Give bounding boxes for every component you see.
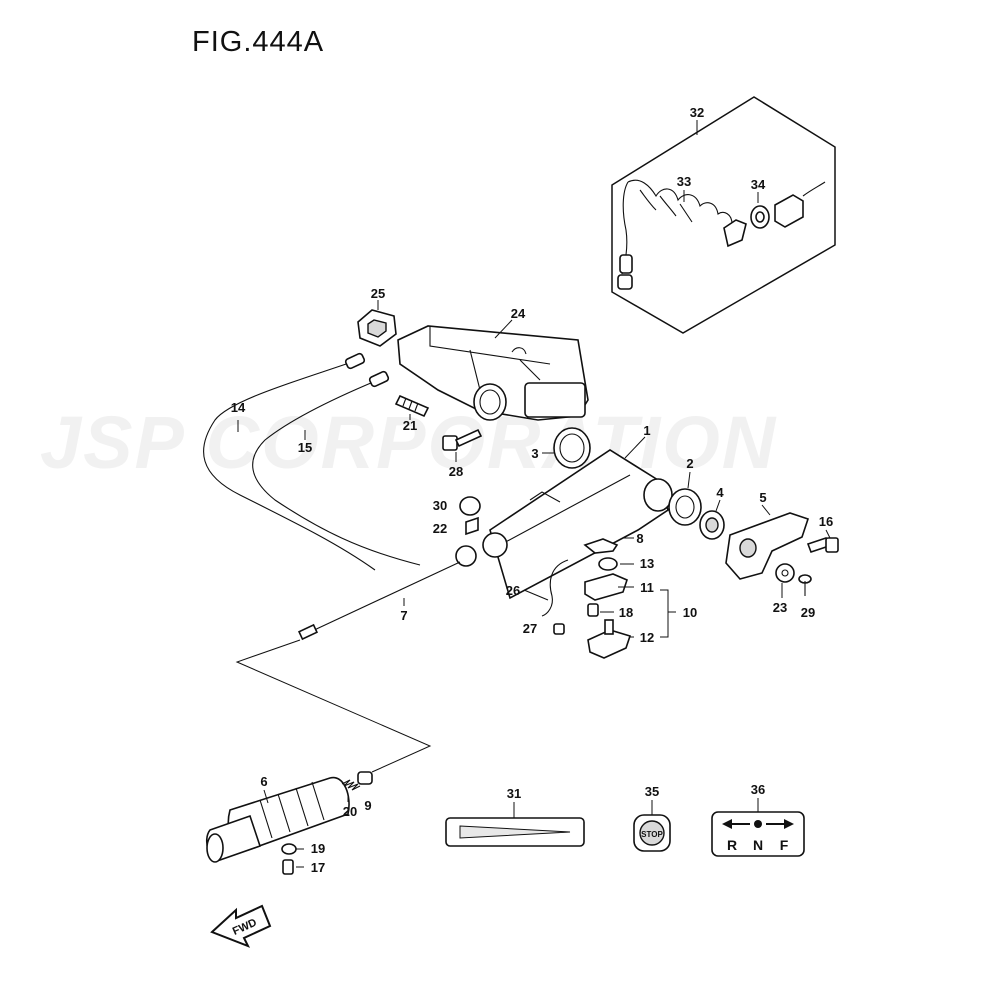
stop-decal-text: STOP bbox=[641, 830, 663, 839]
callout-25: 25 bbox=[371, 286, 385, 301]
clip-8 bbox=[583, 537, 634, 554]
callout-8: 8 bbox=[636, 531, 643, 546]
callout-6: 6 bbox=[260, 774, 267, 789]
callout-9: 9 bbox=[364, 798, 371, 813]
callout-10: 10 bbox=[683, 605, 697, 620]
callout-34: 34 bbox=[751, 177, 766, 192]
grommet-25 bbox=[357, 300, 397, 347]
callout-24: 24 bbox=[511, 306, 526, 321]
callout-20: 20 bbox=[343, 804, 357, 819]
callout-2: 2 bbox=[686, 456, 693, 471]
lanyard-cord-33 bbox=[617, 179, 747, 290]
shift-r-label: R bbox=[727, 837, 737, 853]
fwd-arrow-icon: FWD bbox=[210, 904, 272, 948]
callout-13: 13 bbox=[640, 556, 654, 571]
callout-31: 31 bbox=[507, 786, 521, 801]
callout-27: 27 bbox=[523, 621, 537, 636]
wire-clip-26 bbox=[523, 559, 569, 617]
callout-17: 17 bbox=[311, 860, 325, 875]
o-ring-3 bbox=[542, 427, 591, 469]
cap-30 bbox=[459, 496, 481, 516]
decal-31 bbox=[445, 802, 585, 847]
callout-35: 35 bbox=[645, 784, 659, 799]
bolt-18 bbox=[587, 603, 614, 617]
callout-23: 23 bbox=[773, 600, 787, 615]
callout-14: 14 bbox=[231, 400, 246, 415]
callout-28: 28 bbox=[449, 464, 463, 479]
screw-17 bbox=[282, 859, 304, 875]
callout-12: 12 bbox=[640, 630, 654, 645]
callout-18: 18 bbox=[619, 605, 633, 620]
throttle-cable-14 bbox=[203, 352, 376, 571]
callout-4: 4 bbox=[716, 485, 724, 500]
callout-36: 36 bbox=[751, 782, 765, 797]
shift-n-label: N bbox=[753, 837, 763, 853]
callout-11: 11 bbox=[640, 580, 654, 595]
callout-7: 7 bbox=[400, 608, 407, 623]
bracket-11 bbox=[584, 573, 634, 601]
callout-30: 30 bbox=[433, 498, 447, 513]
callout-22: 22 bbox=[433, 521, 447, 536]
tiller-bracket-24 bbox=[397, 319, 589, 421]
callout-3: 3 bbox=[531, 446, 538, 461]
bushing-4 bbox=[699, 499, 725, 540]
callout-26: 26 bbox=[506, 583, 520, 598]
shift-rod-7 bbox=[297, 545, 477, 641]
washer-13 bbox=[598, 557, 634, 571]
friction-lever-5 bbox=[725, 504, 810, 580]
watermark: JSP CORPORATION bbox=[40, 401, 777, 484]
callout-21: 21 bbox=[403, 418, 417, 433]
washer-19 bbox=[281, 843, 304, 855]
tiller-handle-1 bbox=[482, 436, 673, 600]
callout-16: 16 bbox=[819, 514, 833, 529]
washer-2 bbox=[668, 471, 702, 526]
callout-19: 19 bbox=[311, 841, 325, 856]
stop-switch-34 bbox=[683, 181, 826, 229]
bolt-16 bbox=[806, 529, 839, 554]
shift-f-label: F bbox=[780, 837, 789, 853]
callout-15: 15 bbox=[298, 440, 312, 455]
cap-9 bbox=[357, 771, 373, 785]
callout-5: 5 bbox=[759, 490, 766, 505]
shift-cam-12 bbox=[587, 619, 634, 659]
callout-33: 33 bbox=[677, 174, 691, 189]
shift-decal-36: R N F bbox=[711, 798, 805, 857]
washer-23 bbox=[775, 563, 795, 598]
spring-pin-21 bbox=[394, 394, 430, 420]
grip-6 bbox=[205, 776, 350, 863]
bolt-28 bbox=[442, 428, 483, 462]
callout-32: 32 bbox=[690, 105, 704, 120]
callout-29: 29 bbox=[801, 605, 815, 620]
callout-1: 1 bbox=[643, 423, 650, 438]
screw-27 bbox=[553, 623, 565, 635]
throttle-cable-15 bbox=[252, 370, 421, 566]
plate-22 bbox=[465, 516, 479, 536]
assembly-bracket-10 bbox=[660, 589, 676, 638]
spring-20 bbox=[341, 779, 361, 802]
figure-title: FIG.444A bbox=[192, 26, 325, 58]
stop-decal-35: STOP bbox=[633, 800, 671, 852]
screw-29 bbox=[798, 574, 812, 596]
kit-box-32 bbox=[611, 96, 836, 334]
